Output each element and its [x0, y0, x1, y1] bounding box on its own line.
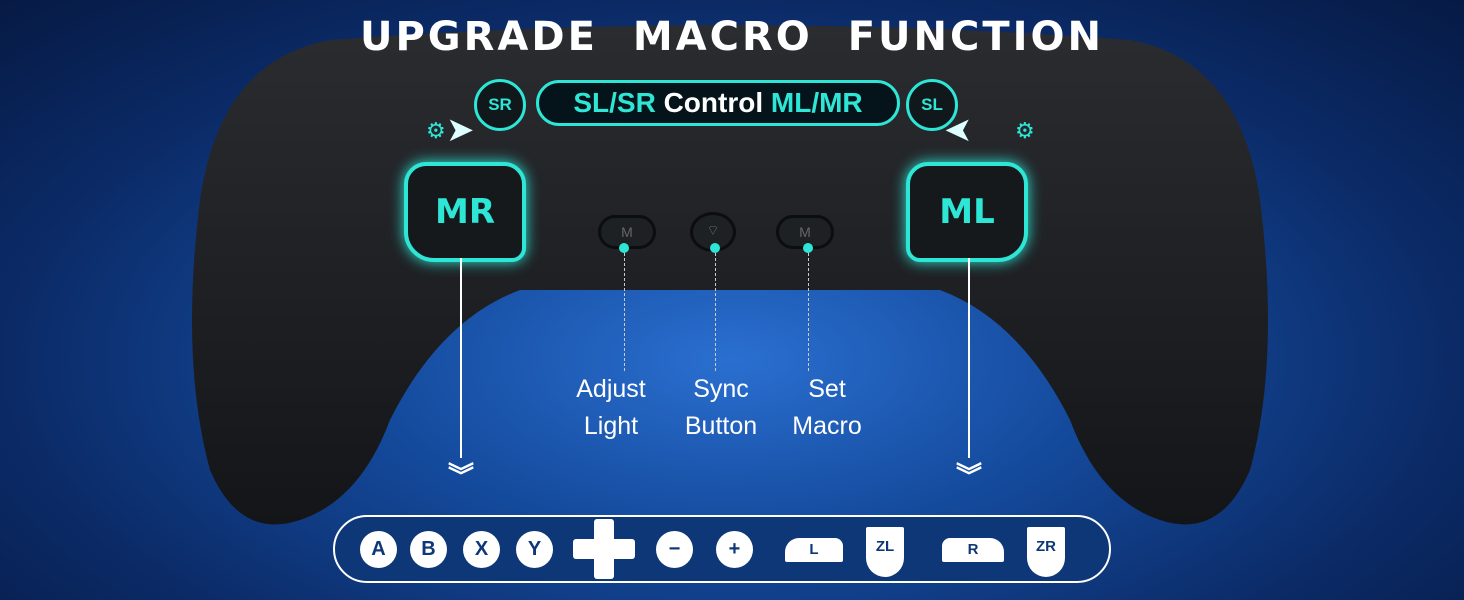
banner-part3: ML/MR — [770, 87, 863, 118]
arrow-icon: ➤ — [944, 111, 973, 149]
r-button: R — [942, 538, 1004, 562]
label-line: Sync — [693, 375, 749, 403]
plus-button: + — [716, 531, 753, 568]
chevron-down-icon: ︾ — [955, 461, 982, 491]
mr-paddle: MR — [404, 162, 526, 262]
gear-icon: ⚙ — [1015, 118, 1035, 143]
banner-part1: SL/SR — [573, 87, 656, 118]
button-b: B — [410, 531, 447, 568]
label-line: Macro — [792, 412, 862, 440]
ml-paddle: ML — [906, 162, 1028, 262]
page-title: UPGRADE MACRO FUNCTION — [360, 14, 1104, 60]
button-a: A — [360, 531, 397, 568]
sl-button: SL — [906, 79, 958, 131]
pointer-line — [624, 253, 625, 371]
label-line: Set — [808, 375, 846, 403]
sr-button: SR — [474, 79, 526, 131]
pointer-line — [808, 253, 809, 371]
label-line: Button — [684, 412, 758, 440]
label-line: Light — [583, 412, 639, 440]
gear-icon: ⚙ — [426, 118, 446, 143]
banner-part2: Control — [663, 87, 764, 118]
zr-button: ZR — [1027, 527, 1065, 577]
ml-pointer-line — [968, 258, 970, 458]
pointer-dot — [619, 243, 629, 253]
pointer-dot — [803, 243, 813, 253]
button-y: Y — [516, 531, 553, 568]
dpad-icon — [573, 519, 635, 579]
l-button: L — [785, 538, 843, 562]
control-banner: SL/SR Control ML/MR — [536, 80, 900, 126]
mr-pointer-line — [460, 258, 462, 458]
pointer-line — [715, 253, 716, 371]
button-x: X — [463, 531, 500, 568]
minus-button: − — [656, 531, 693, 568]
zl-button: ZL — [866, 527, 904, 577]
pointer-dot — [710, 243, 720, 253]
label-line: Adjust — [576, 375, 646, 403]
arrow-icon: ➤ — [446, 111, 475, 149]
chevron-down-icon: ︾ — [447, 461, 474, 491]
